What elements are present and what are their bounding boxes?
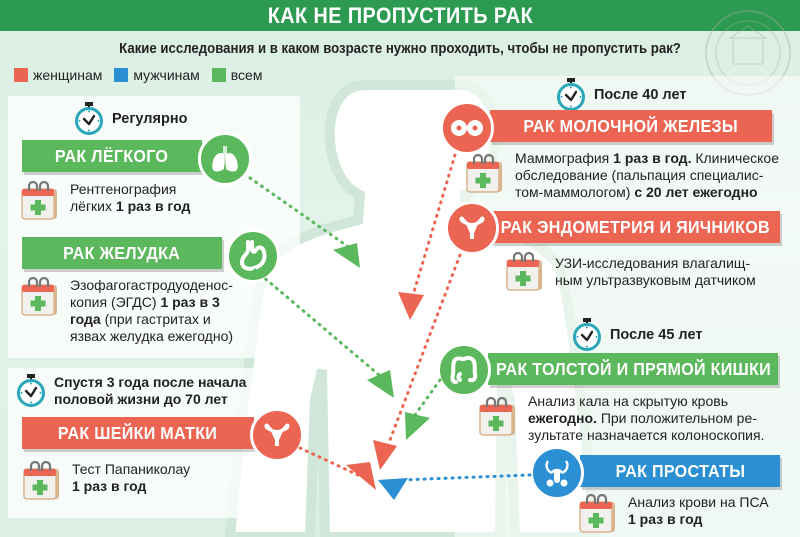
swatch-men-icon xyxy=(114,68,129,82)
legend-label: мужчинам xyxy=(133,67,200,83)
info-breast: Маммография 1 раз в год. Клиническое обс… xyxy=(465,150,779,201)
legend-item-men: мужчинам xyxy=(114,67,200,83)
info-stomach: Эзофагогастродуоденос- копия (ЭГДС) 1 ра… xyxy=(20,277,233,345)
info-bold: 1 раз в год xyxy=(72,478,147,494)
info-line: года (при гастритах и xyxy=(70,311,233,328)
info-line: ежегодно. При положительном ре- xyxy=(528,410,764,427)
timer-label: После 45 лет xyxy=(610,327,703,343)
info-line: язвах желудка ежегодно) xyxy=(70,328,234,344)
info-plain: Клиническое xyxy=(691,150,779,166)
info-plain: При положительном ре- xyxy=(596,410,757,426)
info-bold: года xyxy=(70,311,101,327)
banner-title: РАК ЖЕЛУДКА xyxy=(63,242,181,263)
banner-title: РАК ЭНДОМЕТРИЯ И ЯИЧНИКОВ xyxy=(500,216,770,237)
timer-label: После 40 лет xyxy=(594,87,687,103)
timer-line: половой жизни до 70 лет xyxy=(54,391,228,407)
info-bold: 1 раз в год. xyxy=(613,150,692,166)
legend-item-all: всем xyxy=(211,67,263,83)
info-bold: 1 раз в 3 xyxy=(160,294,220,310)
uterus-icon xyxy=(250,408,304,462)
prostate-icon xyxy=(530,446,584,500)
swatch-all-icon xyxy=(211,68,226,82)
info-prostate: Анализ крови на ПСА 1 раз в год xyxy=(578,494,769,534)
info-text: Маммография 1 раз в год. Клиническое обс… xyxy=(515,150,779,201)
banner-prostate-cancer: РАК ПРОСТАТЫ xyxy=(580,455,780,487)
info-line: Тест Папаниколау xyxy=(72,461,191,477)
legend-item-women: женщинам xyxy=(14,67,102,83)
info-line: лёгких 1 раз в год xyxy=(70,198,190,215)
info-lung: Рентгенография лёгких 1 раз в год xyxy=(20,181,190,221)
info-text: УЗИ-исследования влагалищ- ным ультразву… xyxy=(555,252,756,292)
info-line: Рентгенография xyxy=(70,181,177,197)
legend-label: женщинам xyxy=(33,67,103,83)
timer-label: Спустя 3 года после начала половой жизни… xyxy=(54,374,246,408)
info-line: Эзофагогастродуоденос- xyxy=(70,277,233,293)
info-plain: Маммография xyxy=(515,150,614,166)
swatch-women-icon xyxy=(14,68,28,82)
info-cervical: Тест Папаниколау 1 раз в год xyxy=(22,461,190,501)
stomach-icon xyxy=(226,229,280,283)
page-title: КАК НЕ ПРОПУСТИТЬ РАК xyxy=(267,2,533,28)
timer-line: Спустя 3 года после начала xyxy=(54,374,247,390)
info-text: Тест Папаниколау 1 раз в год xyxy=(72,461,190,501)
timer-regular: Регулярно xyxy=(74,102,187,136)
info-line: Анализ кала на скрытую кровь xyxy=(528,393,728,409)
panel-regular xyxy=(8,96,300,358)
legend: женщинам мужчинам всем xyxy=(14,67,262,83)
lungs-icon xyxy=(198,132,252,186)
info-line: ным ультразвуковым датчиком xyxy=(555,272,756,288)
timer-after-40: После 40 лет xyxy=(556,78,686,112)
banner-title: РАК ТОЛСТОЙ И ПРЯМОЙ КИШКИ xyxy=(495,358,771,379)
banner-endometrial-cancer: РАК ЭНДОМЕТРИЯ И ЯИЧНИКОВ xyxy=(490,211,780,243)
info-line: 1 раз в год xyxy=(72,478,190,495)
banner-stomach-cancer: РАК ЖЕЛУДКА xyxy=(22,237,222,269)
info-line: обследование (пальпация специалис- xyxy=(515,167,764,183)
banner-cervical-cancer: РАК ШЕЙКИ МАТКИ xyxy=(22,417,254,449)
info-line: зультате назначается колоноскопия. xyxy=(528,427,765,443)
info-plain: том-маммологом) xyxy=(515,184,635,200)
info-bold: ежегодно. xyxy=(528,410,597,426)
info-line: Анализ крови на ПСА xyxy=(628,494,769,510)
header-bar: КАК НЕ ПРОПУСТИТЬ РАК xyxy=(0,0,800,31)
banner-title: РАК ШЕЙКИ МАТКИ xyxy=(58,422,218,443)
info-line: том-маммологом) с 20 лет ежегодно xyxy=(515,184,779,201)
info-text: Рентгенография лёгких 1 раз в год xyxy=(70,181,190,221)
info-bold: с 20 лет ежегодно xyxy=(634,184,758,200)
info-plain: лёгких xyxy=(70,198,116,214)
intestine-icon xyxy=(437,343,491,397)
timer-label: Регулярно xyxy=(112,111,188,127)
info-line: 1 раз в год xyxy=(628,511,769,528)
info-text: Анализ крови на ПСА 1 раз в год xyxy=(628,494,769,534)
info-bold: 1 раз в год xyxy=(115,198,191,214)
info-endometrial: УЗИ-исследования влагалищ- ным ультразву… xyxy=(505,252,756,292)
banner-title: РАК ПРОСТАТЫ xyxy=(615,460,745,481)
info-colorectal: Анализ кала на скрытую кровь ежегодно. П… xyxy=(478,393,764,444)
banner-breast-cancer: РАК МОЛОЧНОЙ ЖЕЛЕЗЫ xyxy=(490,110,772,142)
info-text: Эзофагогастродуоденос- копия (ЭГДС) 1 ра… xyxy=(70,277,233,345)
uterus-icon xyxy=(445,201,499,255)
subtitle: Какие исследования и в каком возрасте ну… xyxy=(119,40,681,57)
info-plain: (при гастритах и xyxy=(100,311,211,327)
arrowheads xyxy=(333,243,430,500)
breast-icon xyxy=(440,101,494,155)
info-bold: 1 раз в год xyxy=(628,511,703,527)
timer-cervical: Спустя 3 года после начала половой жизни… xyxy=(16,374,246,408)
banner-title: РАК ЛЁГКОГО xyxy=(55,145,169,166)
info-line: копия (ЭГДС) 1 раз в 3 xyxy=(70,294,233,311)
banner-lung-cancer: РАК ЛЁГКОГО xyxy=(22,140,202,172)
info-text: Анализ кала на скрытую кровь ежегодно. П… xyxy=(528,393,764,444)
info-line: УЗИ-исследования влагалищ- xyxy=(555,255,751,271)
info-line: Маммография 1 раз в год. Клиническое xyxy=(515,150,779,167)
banner-colorectal-cancer: РАК ТОЛСТОЙ И ПРЯМОЙ КИШКИ xyxy=(488,353,778,385)
legend-label: всем xyxy=(230,67,263,83)
timer-after-45: После 45 лет xyxy=(572,318,702,352)
info-plain: копия (ЭГДС) xyxy=(70,294,161,310)
banner-title: РАК МОЛОЧНОЙ ЖЕЛЕЗЫ xyxy=(523,115,739,136)
